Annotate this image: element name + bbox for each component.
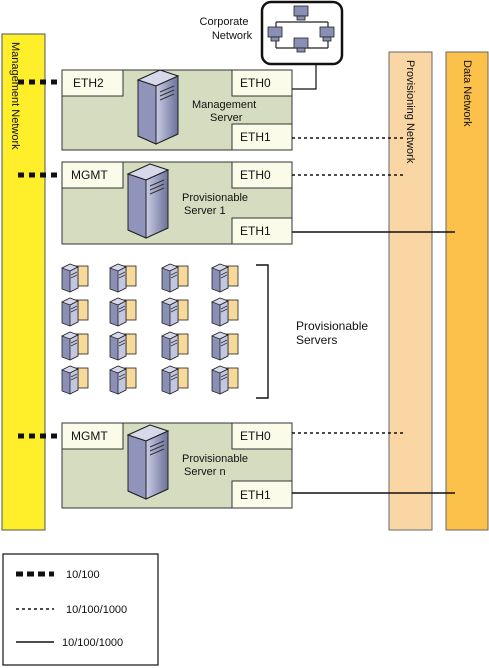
legend xyxy=(2,553,159,666)
corporate-link xyxy=(292,64,317,90)
corporate-network-label-2: Network xyxy=(212,30,253,42)
mgmt-server-name-2: Server xyxy=(210,112,243,124)
legend-label-1: 10/100 xyxy=(66,569,100,581)
mgmt-server-eth0: ETH0 xyxy=(240,76,271,90)
corporate-network-label-1: Corporate xyxy=(200,16,249,28)
management-server-box xyxy=(61,69,293,151)
legend-label-3: 10/100/1000 xyxy=(62,637,123,649)
provisioning-links xyxy=(292,137,403,434)
legend-label-2: 10/100/1000 xyxy=(66,604,127,616)
corporate-network-icon xyxy=(260,0,344,66)
provisionable-server-1-box xyxy=(61,161,293,245)
provisioning-network-bar xyxy=(388,51,433,531)
management-network-bar xyxy=(1,33,46,531)
servers-bracket xyxy=(256,264,269,399)
provisionable-server-n-box xyxy=(61,422,293,509)
prov1-eth0: ETH0 xyxy=(240,168,271,182)
data-network-label: Data Network xyxy=(461,60,473,127)
prov1-name-1: Provisionable xyxy=(182,192,248,204)
provisionable-servers-label-1: Provisionable xyxy=(296,319,368,333)
provn-name-1: Provisionable xyxy=(182,453,248,465)
data-links xyxy=(292,231,455,494)
prov1-left-port: MGMT xyxy=(71,168,108,182)
provisioning-network-label: Provisioning Network xyxy=(404,60,416,164)
provn-name-2: Server n xyxy=(184,466,226,478)
management-links xyxy=(18,79,62,439)
prov1-name-2: Server 1 xyxy=(184,205,226,217)
provisionable-servers-grid xyxy=(61,263,239,395)
mgmt-server-name-1: Management xyxy=(192,99,256,111)
data-network-bar xyxy=(445,51,489,531)
provn-eth0: ETH0 xyxy=(240,429,271,443)
management-network-label: Management Network xyxy=(9,42,21,150)
provisionable-servers-label-2: Servers xyxy=(296,333,337,347)
mgmt-server-left-port: ETH2 xyxy=(73,76,104,90)
mgmt-server-eth1: ETH1 xyxy=(240,130,271,144)
provn-left-port: MGMT xyxy=(71,429,108,443)
prov1-eth1: ETH1 xyxy=(240,224,271,238)
provn-eth1: ETH1 xyxy=(240,488,271,502)
